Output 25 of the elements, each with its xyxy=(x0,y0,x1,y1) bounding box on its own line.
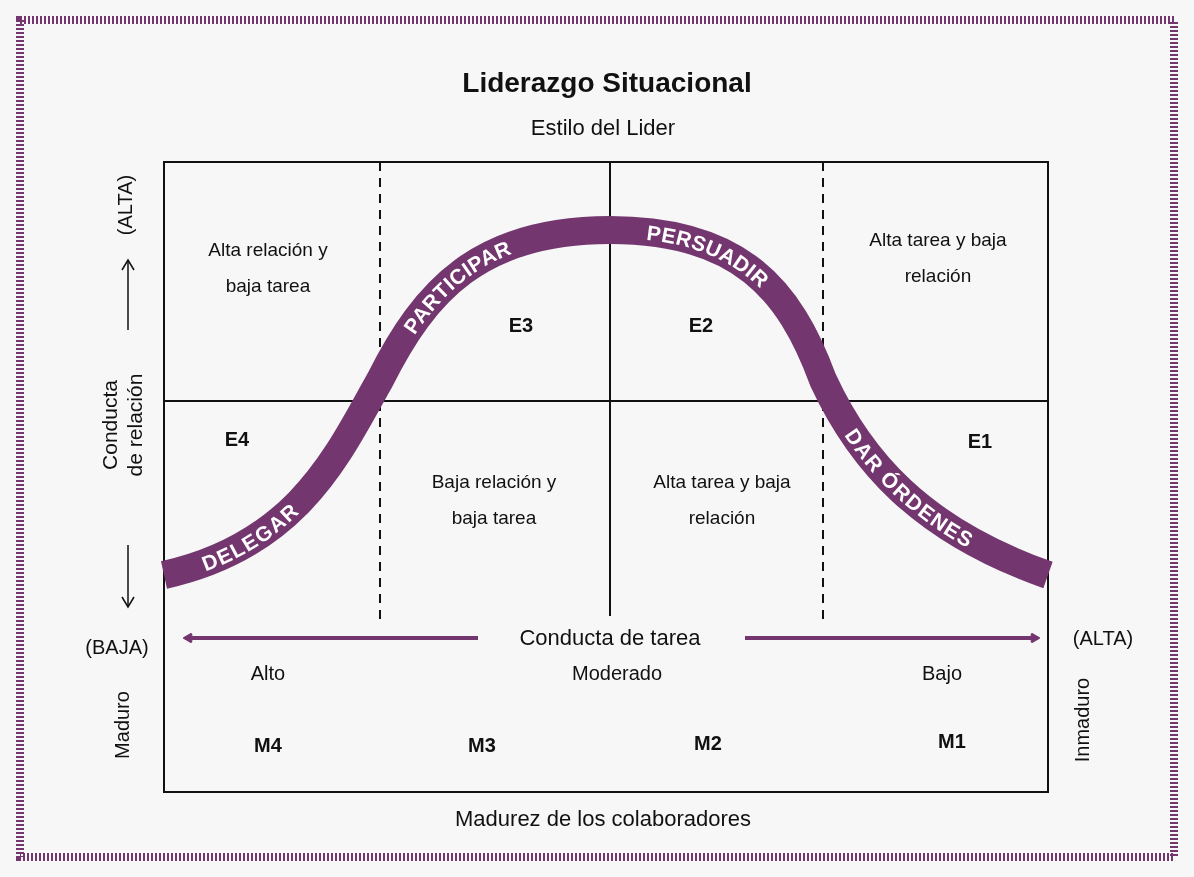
maturity-level: Alto xyxy=(250,663,286,683)
axis-title: Madurez de los colaboradores xyxy=(455,808,751,830)
maturity-level: Bajo xyxy=(922,663,962,683)
style-code: E2 xyxy=(688,315,714,335)
maturity-code: M4 xyxy=(254,735,282,755)
axis-label: Inmaduro xyxy=(1072,677,1092,763)
axis-label: Maduro xyxy=(112,691,132,759)
quadrant-text: Alta tarea y baja relación xyxy=(652,469,792,530)
axis-label: (ALTA) xyxy=(1072,628,1134,648)
maturity-level: Moderado xyxy=(571,663,663,683)
quadrant-text: Alta relación y baja tarea xyxy=(207,237,329,298)
subtitle: Estilo del Lider xyxy=(530,117,676,139)
quadrant-text: Baja relación y baja tarea xyxy=(430,469,558,530)
style-code: E1 xyxy=(967,431,993,451)
maturity-code: M2 xyxy=(694,733,722,753)
axis-label: (ALTA) xyxy=(115,174,135,236)
axis-title: Conducta de tarea xyxy=(519,627,701,649)
maturity-code: M3 xyxy=(468,735,496,755)
axis-label: (BAJA) xyxy=(85,637,149,657)
quadrant-text: Alta tarea y baja relación xyxy=(868,227,1008,288)
axis-title: Conducta de relación xyxy=(96,372,147,479)
maturity-code: M1 xyxy=(938,731,966,751)
style-code: E3 xyxy=(508,315,534,335)
style-code: E4 xyxy=(224,429,250,449)
diagram-title: Liderazgo Situacional xyxy=(462,69,752,97)
